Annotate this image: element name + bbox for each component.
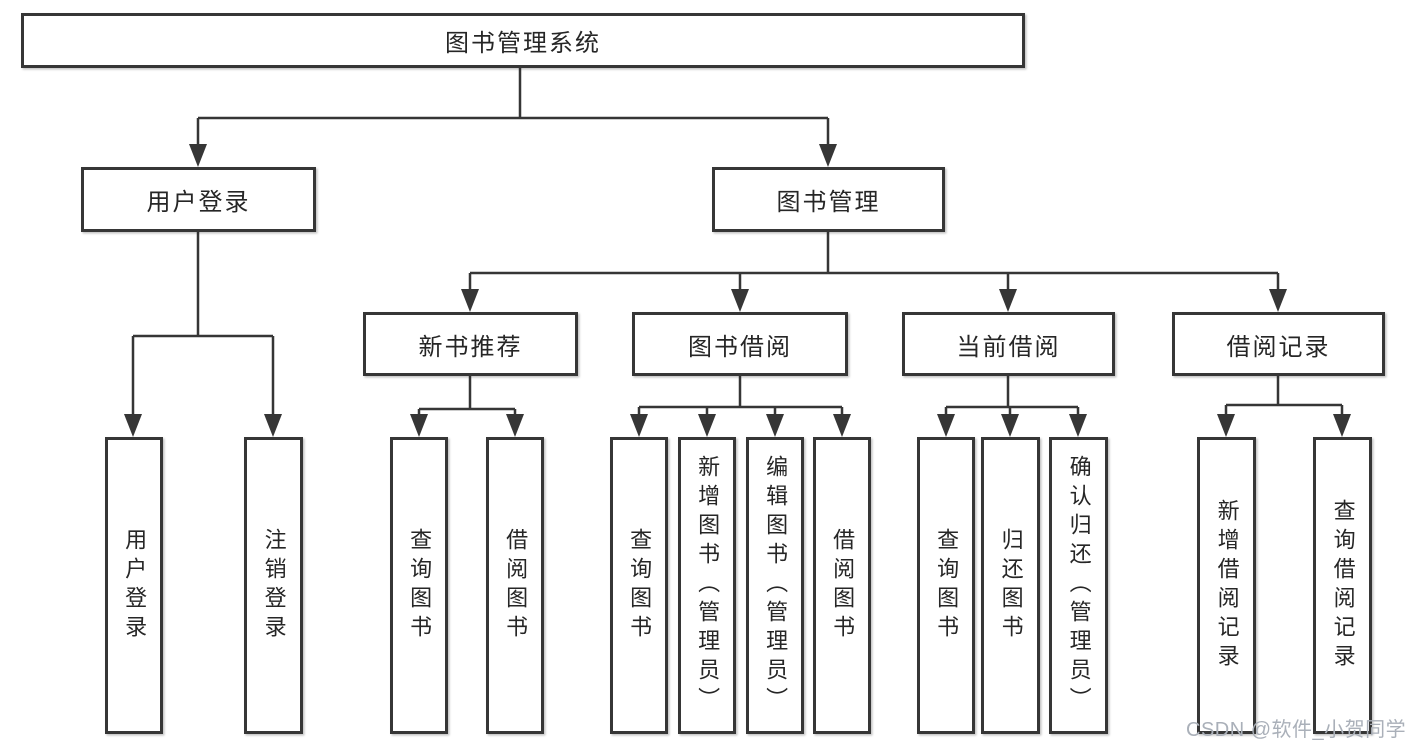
node-user-login: 用户登录 [81,167,316,232]
leaf-logout: 注销登录 [244,437,303,734]
leaf-logout-label: 注销登录 [261,527,287,644]
leaf-return-book: 归还图书 [981,437,1040,734]
leaf-query-books-current-label: 查询图书 [934,527,960,644]
node-borrowing-records: 借阅记录 [1172,312,1385,376]
node-book-borrowing: 图书借阅 [632,312,848,376]
node-book-management-label: 图书管理 [776,189,881,216]
node-new-book-recommend-label: 新书推荐 [418,333,523,361]
leaf-query-books-recommend: 查询图书 [390,437,448,734]
leaf-query-borrow-record: 查询借阅记录 [1313,437,1372,734]
node-book-borrowing-label: 图书借阅 [688,333,792,361]
leaf-query-books-current: 查询图书 [917,437,975,734]
leaf-confirm-return-admin-label: 确认归还（管理员） [1066,455,1092,716]
node-root-label: 图书管理系统 [445,30,601,57]
leaf-query-borrow-record-label: 查询借阅记录 [1330,498,1356,673]
node-current-borrowing: 当前借阅 [902,312,1115,376]
node-book-management: 图书管理 [712,167,945,232]
leaf-user-login: 用户登录 [105,437,163,734]
leaf-edit-book-admin: 编辑图书（管理员） [746,437,804,734]
leaf-user-login-label: 用户登录 [122,527,148,644]
leaf-edit-book-admin-label: 编辑图书（管理员） [763,455,789,716]
leaf-borrow-books-borrowing: 借阅图书 [813,437,871,734]
leaf-add-book-admin: 新增图书（管理员） [678,437,736,734]
arrowheads [124,144,1351,437]
node-user-login-label: 用户登录 [146,189,251,216]
leaf-query-books-recommend-label: 查询图书 [407,527,433,644]
node-current-borrowing-label: 当前借阅 [956,333,1061,361]
leaf-borrow-books-recommend: 借阅图书 [486,437,544,734]
leaf-add-borrow-record: 新增借阅记录 [1197,437,1256,734]
node-root: 图书管理系统 [21,13,1025,68]
node-new-book-recommend: 新书推荐 [363,312,578,376]
leaf-return-book-label: 归还图书 [998,527,1024,644]
leaf-add-book-admin-label: 新增图书（管理员） [695,455,721,716]
leaf-query-books-borrowing: 查询图书 [610,437,668,734]
leaf-query-books-borrowing-label: 查询图书 [627,527,653,644]
leaf-borrow-books-recommend-label: 借阅图书 [503,527,529,644]
leaf-confirm-return-admin: 确认归还（管理员） [1049,437,1108,734]
csdn-watermark: CSDN @软件_小贺同学 [1186,719,1405,741]
leaf-borrow-books-borrowing-label: 借阅图书 [830,527,856,644]
leaf-add-borrow-record-label: 新增借阅记录 [1214,498,1240,673]
node-borrowing-records-label: 借阅记录 [1226,333,1331,361]
